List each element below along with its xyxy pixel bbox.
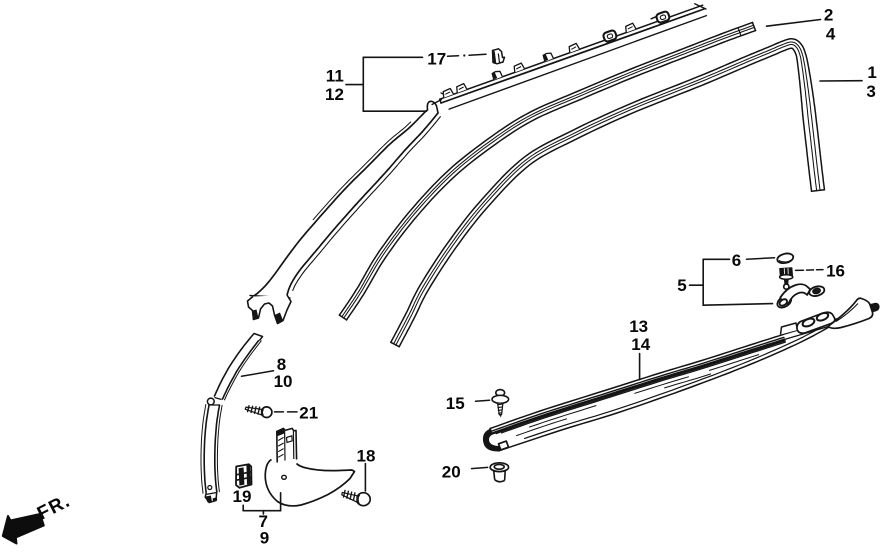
svg-text:3: 3 — [866, 82, 875, 101]
svg-text:4: 4 — [826, 25, 836, 44]
svg-text:7: 7 — [259, 512, 268, 531]
svg-text:9: 9 — [260, 528, 269, 547]
svg-text:18: 18 — [357, 447, 376, 466]
svg-text:21: 21 — [299, 403, 318, 422]
svg-text:11: 11 — [326, 67, 344, 86]
svg-text:8: 8 — [277, 355, 286, 374]
svg-text:20: 20 — [442, 462, 461, 481]
svg-text:1: 1 — [867, 63, 876, 82]
svg-text:2: 2 — [824, 6, 833, 25]
svg-text:16: 16 — [826, 261, 845, 280]
svg-text:19: 19 — [233, 487, 252, 506]
svg-text:14: 14 — [631, 335, 650, 354]
svg-text:15: 15 — [446, 394, 465, 413]
svg-text:17: 17 — [427, 49, 446, 68]
svg-text:12: 12 — [325, 85, 344, 104]
svg-text:6: 6 — [732, 251, 741, 270]
svg-text:10: 10 — [274, 372, 293, 391]
svg-text:13: 13 — [629, 317, 648, 336]
svg-text:5: 5 — [677, 276, 686, 295]
